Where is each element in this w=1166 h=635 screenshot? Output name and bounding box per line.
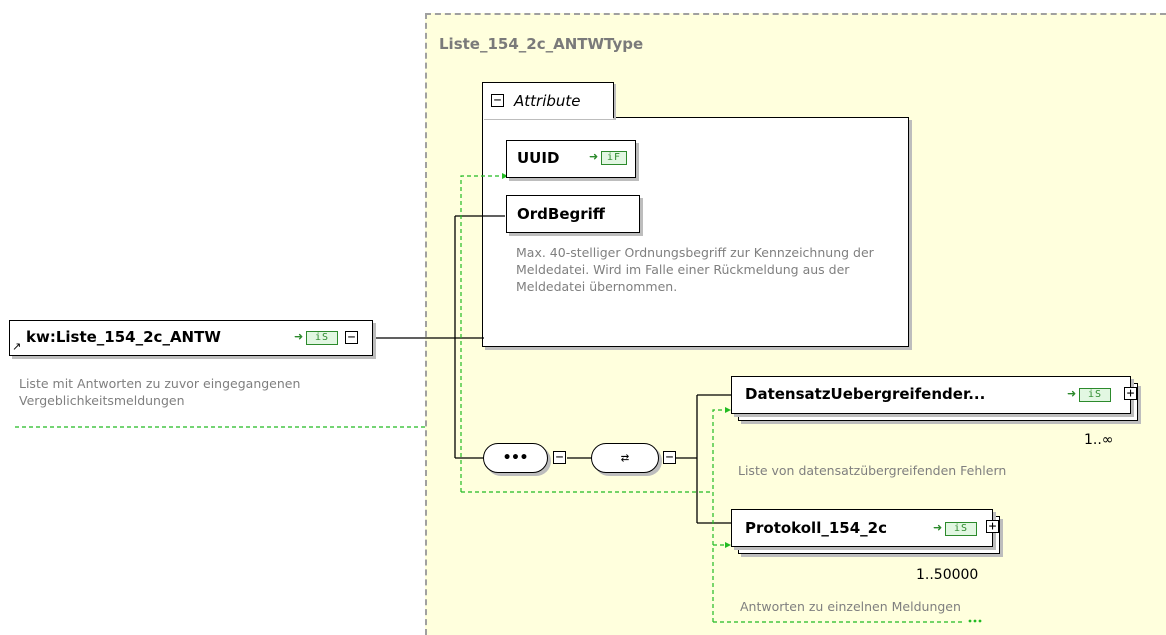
attribute-ordbegriff-box[interactable]: [506, 195, 640, 233]
type-arrow-icon: ➜: [294, 330, 304, 343]
choice-compositor[interactable]: ⇄: [591, 443, 659, 473]
root-collapse-button[interactable]: −: [345, 331, 358, 344]
sequence-icon: •••: [502, 450, 529, 466]
choice-collapse-button[interactable]: −: [663, 451, 676, 464]
complex-type-title: Liste_154_2c_ANTWType: [439, 35, 644, 53]
attribute-group-label: Attribute: [514, 92, 581, 110]
child-element-datensatz-box[interactable]: [731, 376, 1131, 414]
child-protokoll-occurrence: 1..50000: [916, 567, 979, 583]
global-reference-icon: ↗: [12, 340, 22, 353]
complex-type-badge-icon: iS: [306, 331, 338, 345]
child-datensatz-description: Liste von datensatzübergreifenden Fehler…: [738, 463, 1007, 478]
simple-type-badge-icon: iF: [601, 151, 627, 165]
root-element-name: kw:Liste_154_2c_ANTW: [26, 328, 221, 346]
choice-icon: ⇄: [620, 450, 630, 466]
type-arrow-icon: ➜: [589, 150, 599, 163]
root-element-description: Liste mit Antworten zu zuvor eingegangen…: [19, 376, 301, 408]
attribute-collapse-button[interactable]: −: [491, 94, 504, 107]
attribute-uuid-name: UUID: [517, 149, 560, 167]
type-arrow-icon: ➜: [933, 521, 943, 534]
attribute-ordbegriff-description: Max. 40-stelliger Ordnungsbegriff zur Ke…: [516, 245, 874, 294]
sequence-collapse-button[interactable]: −: [553, 451, 566, 464]
child-element-protokoll-name: Protokoll_154_2c: [745, 519, 887, 537]
child-datensatz-expand-button[interactable]: +: [1124, 387, 1137, 400]
complex-type-badge-icon: iS: [945, 522, 977, 536]
attribute-group-tab: [482, 82, 614, 118]
child-protokoll-expand-button[interactable]: +: [986, 520, 999, 533]
child-protokoll-description: Antworten zu einzelnen Meldungen: [740, 599, 961, 614]
attribute-ordbegriff-name: OrdBegriff: [517, 205, 605, 223]
child-element-datensatz-name: DatensatzUebergreifender...: [745, 385, 986, 403]
complex-type-badge-icon: iS: [1079, 388, 1111, 402]
sequence-compositor[interactable]: •••: [483, 443, 548, 473]
type-arrow-icon: ➜: [1067, 387, 1077, 400]
child-datensatz-occurrence: 1..∞: [1084, 432, 1114, 448]
